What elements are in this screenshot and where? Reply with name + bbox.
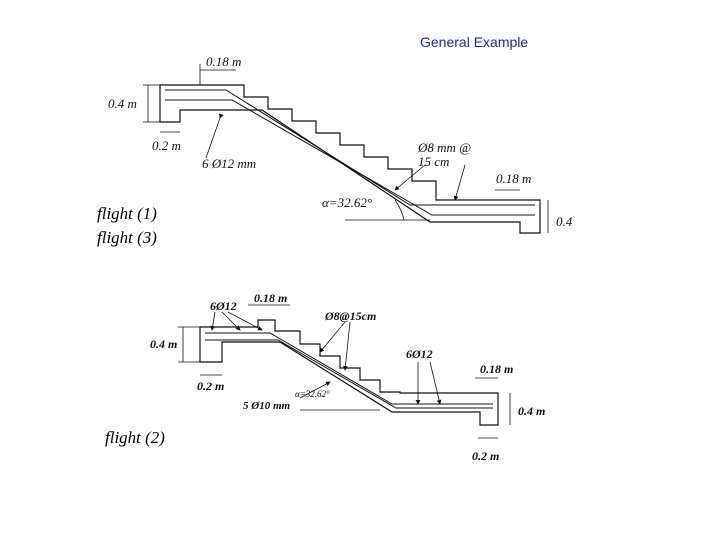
top-rebar-lower [165,99,535,216]
top-main-bars-label: 6 Ø12 mm [202,156,256,171]
top-angle-label: α=32.62° [322,195,372,210]
top-stirrup-spacing-label: 15 cm [418,154,449,169]
top-staircase-section [143,64,549,234]
top-stirrups-label: Ø8 mm @ [417,140,471,155]
top-dim-left-bottom: 0.2 m [152,138,181,153]
flight-1-label: flight (1) [97,204,157,223]
bottom-dim-left-height: 0.4 m [150,337,177,351]
bottom-angle-label: α=32.62° [295,389,330,399]
bottom-bottom-bars-label: 5 Ø10 mm [243,400,291,412]
slide-title: General Example [420,34,529,50]
bottom-staircase-section [178,304,511,439]
bottom-dim-right-width: 0.18 m [480,362,513,376]
bottom-top-bars-label: 6Ø12 [210,299,237,313]
bottom-rebar-upper [205,332,493,405]
top-rebar-upper [165,89,535,206]
bottom-dim-right-height: 0.4 m [518,404,545,418]
flight-3-label: flight (3) [97,228,157,247]
flight-2-label: flight (2) [105,428,165,447]
top-stair-outline [159,84,541,234]
top-dim-right-width: 0.18 m [496,171,531,186]
bottom-rebar-lower [205,339,493,409]
top-dim-right-height: 0.4 [556,214,573,229]
bottom-dim-left-bottom: 0.2 m [197,379,224,393]
bottom-dim-top-width: 0.18 m [254,291,287,305]
bottom-mid-bars-label: 6Ø12 [406,347,433,361]
bottom-dim-right-bottom: 0.2 m [472,449,499,463]
top-dim-left-height: 0.4 m [108,96,137,111]
top-dim-top-width: 0.18 m [206,54,241,69]
bottom-stair-outline [199,319,499,426]
bottom-stirrups-label: Ø8@15cm [324,309,376,323]
